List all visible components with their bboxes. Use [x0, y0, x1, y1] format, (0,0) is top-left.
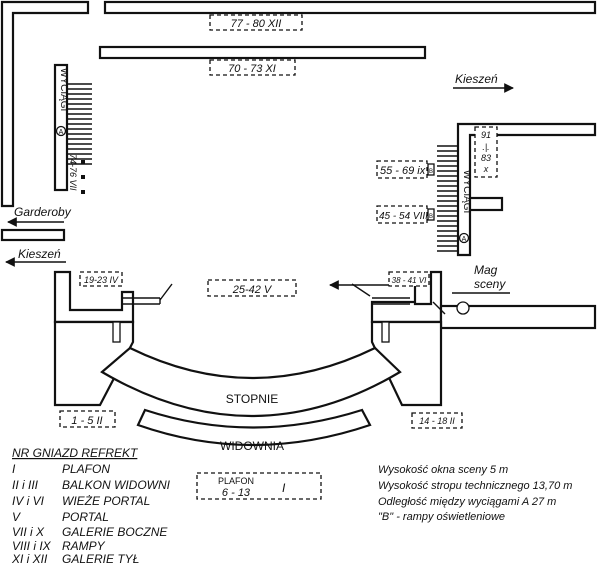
widownia-arc: WIDOWNIA — [136, 408, 372, 453]
box-1-5-text: 1 - 5 II — [71, 415, 102, 427]
portal-left-text: 19-23 IV — [84, 275, 119, 285]
legend-num-2: IV i VI — [12, 494, 45, 508]
right-portal-box: 38 - 41 VI — [388, 271, 430, 287]
legend-desc-3: PORTAL — [62, 510, 109, 524]
sceny-text: sceny — [474, 277, 506, 291]
widownia-text: WIDOWNIA — [220, 439, 284, 453]
portal-center-text: 25-42 V — [232, 284, 273, 296]
kieszen-right: Kieszeń — [453, 72, 514, 93]
box-91-top: 91 — [481, 130, 491, 140]
legend-desc-1: BALKON WIDOWNI — [62, 478, 171, 492]
left-portal-beam — [159, 283, 173, 301]
plafon-box: PLAFON 6 - 13 I — [196, 472, 322, 500]
right-wyciagi: WYCIĄGI A — [437, 145, 472, 252]
upper-right-wall — [456, 122, 597, 257]
label-70-73-text: 70 - 73 XI — [228, 63, 276, 75]
right-ledge — [468, 196, 504, 212]
ramp-55-69: 55 - 69 ix B — [376, 160, 435, 179]
label-77-80-text: 77 - 80 XII — [231, 18, 282, 30]
notes: Wysokość okna sceny 5 m Wysokość stropu … — [378, 464, 572, 523]
legend-desc-2: WIEŻE PORTAL — [62, 494, 150, 508]
note-3: "B" - rampy oświetleniowe — [378, 511, 505, 523]
legend-num-5: VIII i IX — [12, 539, 52, 553]
wyciagi-left-circle — [55, 125, 67, 137]
box-14-18-text: 14 - 18 II — [419, 416, 455, 426]
wyciagi-left-letter: A — [59, 129, 64, 136]
left-portal-box: 19-23 IV — [79, 271, 123, 287]
note-1: Wysokość stropu technicznego 13,70 m — [378, 480, 572, 492]
right-shelf-circle — [456, 301, 470, 315]
portal-right-text: 38 - 41 VI — [392, 276, 427, 285]
legend-desc-6: GALERIE TYŁ — [62, 552, 139, 564]
legend-desc-5: RAMPY — [62, 539, 106, 553]
note-0: Wysokość okna sceny 5 m — [378, 464, 508, 476]
legend-desc-0: PLAFON — [62, 462, 110, 476]
garderoby: Garderoby — [7, 205, 72, 227]
legend-desc-4: GALERIE BOCZNE — [62, 525, 168, 539]
portal-center: 25-42 V — [207, 279, 297, 297]
wyciagi-left-text: WYCIĄGI — [58, 68, 69, 111]
legend-title: NR GNIAZD REFREKT — [12, 446, 139, 460]
gallery-bar-70-73 — [98, 45, 427, 60]
left-wyciagi: WYCIĄGI A — [53, 63, 92, 192]
box-1-5: 1 - 5 II — [59, 410, 116, 428]
box-14-18: 14 - 18 II — [411, 412, 463, 429]
legend-num-4: VII i X — [12, 525, 45, 539]
left-short-wall — [0, 228, 66, 242]
box-91-bot: 83 — [481, 153, 491, 163]
plafon-top-text: PLAFON — [218, 476, 254, 486]
box-91-x: x — [483, 164, 489, 174]
legend-num-3: V — [12, 510, 21, 524]
right-stage-shelf — [432, 301, 597, 330]
stopnie-text: STOPNIE — [226, 392, 278, 406]
ramp-45-54: 45 - 54 VIII B — [376, 205, 435, 224]
upper-left-wall — [0, 0, 90, 208]
back-wall — [103, 0, 597, 15]
wyciagi-right-letter: A — [462, 236, 467, 243]
right-proscenium — [370, 320, 443, 407]
legend-num-6: XI i XII — [11, 552, 48, 564]
legend-num-0: I — [12, 462, 16, 476]
label-77-80: 77 - 80 XII — [209, 14, 303, 31]
ramp-55-69-text: 55 - 69 ix — [380, 165, 426, 177]
legend-num-1: II i III — [12, 478, 39, 492]
kieszen-left-text: Kieszeń — [18, 247, 61, 261]
wyciagi-right-text: WYCIĄGI — [461, 170, 472, 213]
note-2: Odległość między wyciągami A 27 m — [378, 496, 556, 508]
kieszen-left: Kieszeń — [5, 247, 66, 267]
right-portal-wall — [329, 270, 443, 324]
ramp-marker-b1: B — [429, 169, 433, 175]
ramp-45-54-text: 45 - 54 VIII — [379, 211, 428, 222]
ramp-marker-b2: B — [429, 214, 433, 220]
side-left-text: 74-76 VII — [68, 154, 78, 191]
legend: NR GNIAZD REFREKT I PLAFON II i III BALK… — [11, 446, 171, 564]
right-batten-lines — [437, 145, 458, 252]
stopnie-arc: STOPNIE — [100, 346, 402, 417]
plafon-bottom-text: 6 - 13 — [222, 487, 251, 499]
garderoby-text: Garderoby — [14, 205, 72, 219]
side-gallery-left: 74-76 VII — [68, 154, 85, 194]
wyciagi-right-circle — [458, 232, 470, 244]
box-91-83: 91 .|. 83 x — [474, 126, 498, 178]
mag-sceny: Mag sceny — [452, 263, 510, 294]
box-91-mid: .|. — [482, 142, 489, 152]
mag-text: Mag — [474, 263, 498, 277]
left-batten-lines — [67, 83, 92, 165]
plafon-roman: I — [282, 481, 286, 495]
kieszen-right-text: Kieszeń — [455, 72, 498, 86]
label-70-73: 70 - 73 XI — [209, 59, 296, 76]
